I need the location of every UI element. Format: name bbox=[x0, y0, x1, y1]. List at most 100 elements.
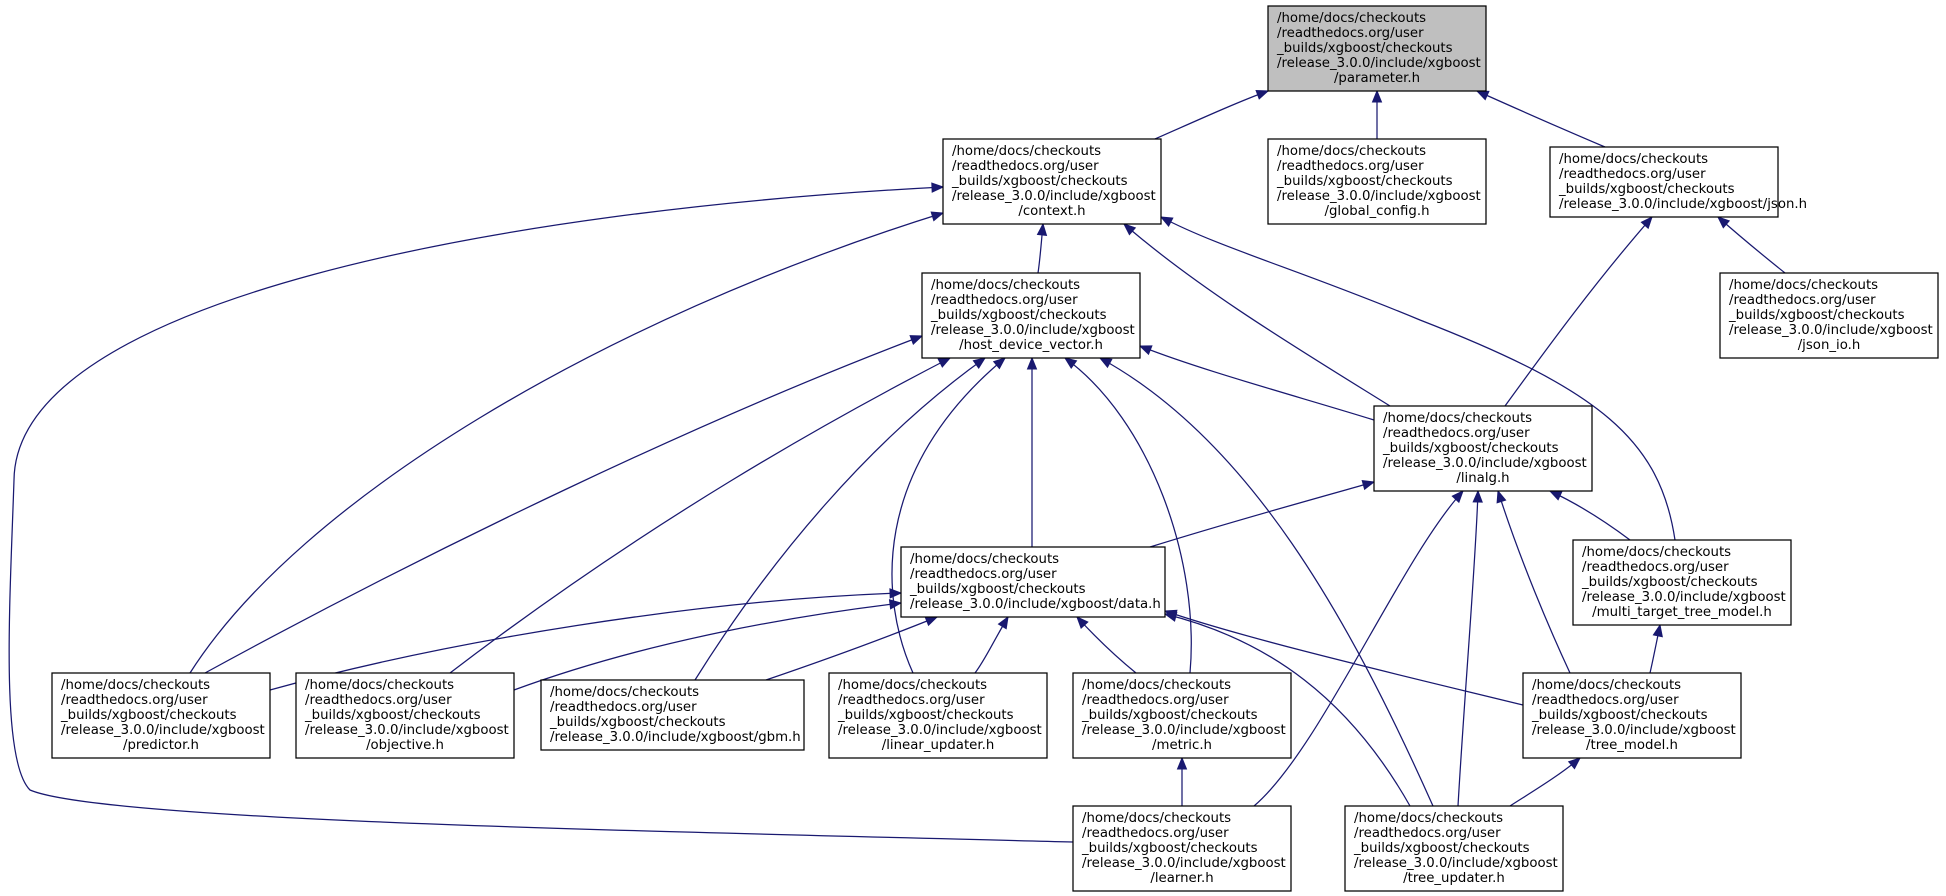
edge-metric-to-data bbox=[1076, 616, 1137, 674]
node-box bbox=[921, 272, 1141, 359]
node-box bbox=[1719, 272, 1939, 359]
arrowhead-icon bbox=[1076, 616, 1089, 629]
node-label-line: /home/docs/checkouts bbox=[1532, 678, 1681, 693]
node-label-line: /readthedocs.org/user bbox=[1277, 26, 1424, 41]
edge-objective-to-data bbox=[513, 599, 903, 691]
arrowhead-icon bbox=[1159, 216, 1174, 227]
arrowhead-icon bbox=[937, 357, 952, 368]
node-objective[interactable]: /home/docs/checkouts/readthedocs.org/use… bbox=[295, 672, 515, 759]
edge-line bbox=[1504, 216, 1653, 407]
node-linalg[interactable]: /home/docs/checkouts/readthedocs.org/use… bbox=[1373, 405, 1593, 492]
node-label-line: /home/docs/checkouts bbox=[1729, 278, 1878, 293]
edge-tree_model-to-multi_target_tree_model bbox=[1649, 623, 1663, 674]
node-label-line: /release_3.0.0/include/xgboost bbox=[952, 189, 1156, 204]
edge-line bbox=[449, 357, 951, 674]
edge-gbm-to-host_device_vector bbox=[694, 357, 987, 681]
node-box bbox=[540, 679, 805, 751]
edge-linear_updater-to-data bbox=[974, 615, 1009, 674]
node-label-line: /home/docs/checkouts bbox=[1277, 144, 1426, 159]
arrowhead-icon bbox=[1567, 757, 1582, 770]
node-box bbox=[828, 672, 1048, 759]
node-host-device-vector[interactable]: /home/docs/checkouts/readthedocs.org/use… bbox=[921, 272, 1141, 359]
node-box bbox=[1267, 138, 1487, 225]
node-label-line: /metric.h bbox=[1152, 738, 1212, 753]
edge-line bbox=[694, 357, 986, 681]
node-label-line: _builds/xgboost/checkouts bbox=[837, 708, 1014, 723]
edge-json-to-parameter bbox=[1475, 90, 1606, 148]
node-gbm[interactable]: /home/docs/checkouts/readthedocs.org/use… bbox=[540, 679, 805, 751]
node-linear-updater[interactable]: /home/docs/checkouts/readthedocs.org/use… bbox=[828, 672, 1048, 759]
edge-line bbox=[1164, 613, 1411, 807]
edge-host_device_vector-to-context bbox=[1036, 222, 1048, 274]
arrowhead-icon bbox=[1640, 216, 1653, 230]
edge-line bbox=[1549, 490, 1631, 541]
node-label-line: /home/docs/checkouts bbox=[952, 144, 1101, 159]
node-box bbox=[942, 138, 1162, 225]
node-box bbox=[1267, 5, 1487, 92]
node-tree-updater[interactable]: /home/docs/checkouts/readthedocs.org/use… bbox=[1344, 805, 1564, 892]
node-label-line: /home/docs/checkouts bbox=[1082, 811, 1231, 826]
edge-line bbox=[1509, 757, 1581, 807]
node-predictor[interactable]: /home/docs/checkouts/readthedocs.org/use… bbox=[51, 672, 271, 759]
arrowhead-icon bbox=[1361, 480, 1376, 491]
arrowhead-icon bbox=[931, 182, 945, 193]
arrowhead-icon bbox=[930, 211, 945, 222]
arrowhead-icon bbox=[1098, 357, 1113, 369]
node-label-line: /release_3.0.0/include/xgboost bbox=[1729, 323, 1933, 338]
node-parameter: /home/docs/checkouts/readthedocs.org/use… bbox=[1267, 5, 1487, 92]
edge-line bbox=[1154, 90, 1269, 140]
node-context[interactable]: /home/docs/checkouts/readthedocs.org/use… bbox=[942, 138, 1162, 225]
node-data[interactable]: /home/docs/checkouts/readthedocs.org/use… bbox=[900, 546, 1166, 618]
node-label-line: _builds/xgboost/checkouts bbox=[1276, 174, 1453, 189]
node-label-line: /parameter.h bbox=[1334, 71, 1420, 86]
node-label-line: /tree_model.h bbox=[1586, 738, 1678, 753]
node-json-io[interactable]: /home/docs/checkouts/readthedocs.org/use… bbox=[1719, 272, 1939, 359]
node-label-line: /linalg.h bbox=[1456, 471, 1509, 486]
arrowhead-icon bbox=[1255, 89, 1270, 100]
node-global-config[interactable]: /home/docs/checkouts/readthedocs.org/use… bbox=[1267, 138, 1487, 225]
edge-linear_updater-to-host_device_vector bbox=[891, 357, 1007, 674]
arrowhead-icon bbox=[1122, 223, 1137, 236]
node-label-line: /home/docs/checkouts bbox=[1354, 811, 1503, 826]
arrowhead-icon bbox=[1138, 345, 1153, 356]
node-learner[interactable]: /home/docs/checkouts/readthedocs.org/use… bbox=[1072, 805, 1292, 892]
node-label-line: /linear_updater.h bbox=[882, 738, 995, 753]
node-label-line: /readthedocs.org/user bbox=[1729, 293, 1876, 308]
nodes-layer: /home/docs/checkouts/readthedocs.org/use… bbox=[51, 5, 1939, 892]
node-label-line: /host_device_vector.h bbox=[959, 338, 1103, 353]
node-label-line: _builds/xgboost/checkouts bbox=[1353, 841, 1530, 856]
node-label-line: /home/docs/checkouts bbox=[305, 678, 454, 693]
edge-line bbox=[1099, 357, 1434, 807]
arrowhead-icon bbox=[1451, 490, 1464, 504]
node-label-line: /release_3.0.0/include/xgboost bbox=[1082, 856, 1286, 871]
edge-line bbox=[1076, 616, 1137, 674]
edge-predictor-to-host_device_vector bbox=[204, 335, 924, 674]
node-json[interactable]: /home/docs/checkouts/readthedocs.org/use… bbox=[1549, 146, 1807, 218]
node-label-line: /home/docs/checkouts bbox=[1082, 678, 1231, 693]
node-label-line: /readthedocs.org/user bbox=[1532, 693, 1679, 708]
node-label-line: /release_3.0.0/include/xgboost bbox=[1582, 590, 1786, 605]
node-multi-target-tree-model[interactable]: /home/docs/checkouts/readthedocs.org/use… bbox=[1572, 539, 1792, 626]
edge-linalg-to-context bbox=[1122, 223, 1391, 407]
node-box bbox=[1522, 672, 1742, 759]
edge-line bbox=[1149, 481, 1375, 548]
node-label-line: /global_config.h bbox=[1324, 204, 1429, 219]
node-label-line: /home/docs/checkouts bbox=[1582, 545, 1731, 560]
edge-line bbox=[1123, 223, 1391, 407]
node-label-line: _builds/xgboost/checkouts bbox=[1581, 575, 1758, 590]
node-box bbox=[295, 672, 515, 759]
edge-metric-to-host_device_vector bbox=[1063, 357, 1192, 674]
node-box bbox=[1572, 539, 1792, 626]
node-label-line: _builds/xgboost/checkouts bbox=[951, 174, 1128, 189]
edge-global_config-to-parameter bbox=[1371, 89, 1383, 139]
node-label-line: /readthedocs.org/user bbox=[1082, 826, 1229, 841]
node-label-line: /objective.h bbox=[366, 738, 444, 753]
node-box bbox=[1549, 146, 1779, 218]
edge-line bbox=[1497, 490, 1571, 674]
edge-data-to-host_device_vector bbox=[1026, 356, 1038, 548]
node-metric[interactable]: /home/docs/checkouts/readthedocs.org/use… bbox=[1072, 672, 1292, 759]
arrowhead-icon bbox=[888, 599, 903, 610]
node-tree-model[interactable]: /home/docs/checkouts/readthedocs.org/use… bbox=[1522, 672, 1742, 759]
edge-linalg-to-host_device_vector bbox=[1138, 345, 1375, 421]
